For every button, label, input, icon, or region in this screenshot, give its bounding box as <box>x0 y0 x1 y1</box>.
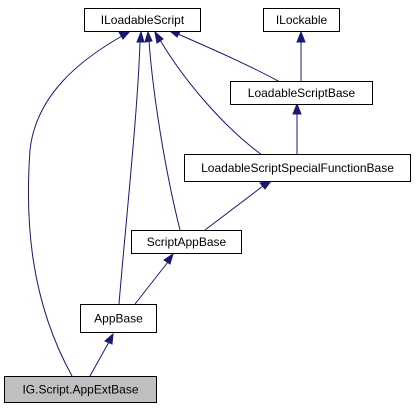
node-label: ILoadableScript <box>101 13 185 27</box>
node-appbase[interactable]: AppBase <box>80 304 157 333</box>
arrowhead <box>296 30 306 43</box>
arrowhead <box>259 180 273 190</box>
node-label: LoadableScriptBase <box>248 86 356 100</box>
node-appextbase[interactable]: IG.Script.AppExtBase <box>4 376 157 403</box>
node-label: IG.Script.AppExtBase <box>22 383 138 397</box>
edge-appbase-to-iloadablescript <box>118 40 141 305</box>
edge-appextbase-to-iloadablescript <box>27 35 123 377</box>
node-loadablescriptbase[interactable]: LoadableScriptBase <box>230 81 373 105</box>
arrowhead <box>136 30 145 43</box>
arrowhead <box>144 30 153 43</box>
edge-scriptappbase-to-iloadablescript <box>148 40 181 231</box>
node-label: ILockable <box>276 13 328 27</box>
arrowhead <box>154 30 164 44</box>
edge-appextbase-to-appbase <box>89 341 110 377</box>
node-label: AppBase <box>94 312 143 326</box>
arrowhead <box>104 332 114 345</box>
edge-scriptappbase-to-lsfb <box>204 185 264 231</box>
arrowhead <box>292 102 302 115</box>
node-iloadablescript[interactable]: ILoadableScript <box>84 8 201 32</box>
arrowhead <box>163 252 174 265</box>
arrowhead <box>118 30 132 40</box>
edges <box>27 29 306 377</box>
edge-loadablescriptbase-to-iloadablescript <box>177 33 281 83</box>
node-ilockable[interactable]: ILockable <box>263 8 340 32</box>
node-label: ScriptAppBase <box>147 235 227 249</box>
node-label: LoadableScriptSpecialFunctionBase <box>201 161 394 175</box>
edge-appbase-to-scriptappbase <box>134 261 169 305</box>
edge-lsfb-to-iloadablescript <box>159 39 263 156</box>
node-loadablescriptspecialfunctionbase[interactable]: LoadableScriptSpecialFunctionBase <box>184 154 411 182</box>
node-scriptappbase[interactable]: ScriptAppBase <box>131 230 242 254</box>
